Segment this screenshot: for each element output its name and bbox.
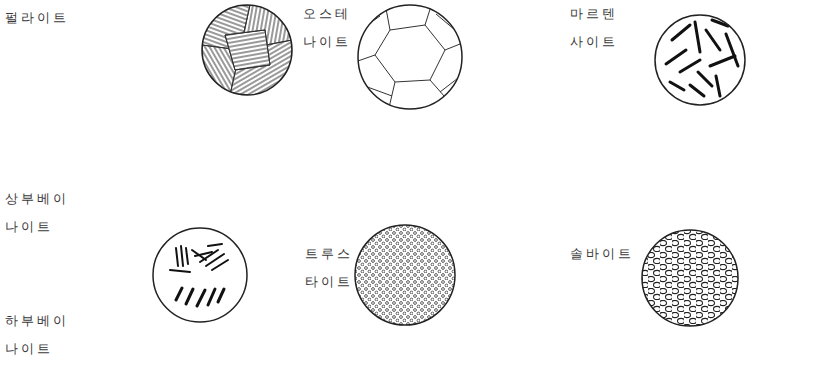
- structure-sample: 트루스 타이트: [300, 240, 371, 310]
- structure-sample: 상부베이 나이트하부베이 나이트: [0, 185, 150, 365]
- structure-name: 펄라이트: [5, 4, 69, 32]
- structure-sample: 솔바이트: [565, 240, 665, 280]
- structure-name: 오스테 나이트: [303, 0, 365, 56]
- structure-name: 마르텐 사이트: [570, 0, 632, 56]
- structure-sample: 펄라이트: [0, 0, 200, 60]
- structure-sample: 오스테 나이트: [300, 0, 369, 70]
- structure-name: 하부베이 나이트: [5, 307, 83, 363]
- structure-name: 솔바이트: [570, 240, 634, 268]
- structure-name: 트루스 타이트: [305, 240, 367, 296]
- structure-sample: 마르텐 사이트: [565, 0, 655, 70]
- structure-name: 상부베이 나이트: [5, 185, 83, 241]
